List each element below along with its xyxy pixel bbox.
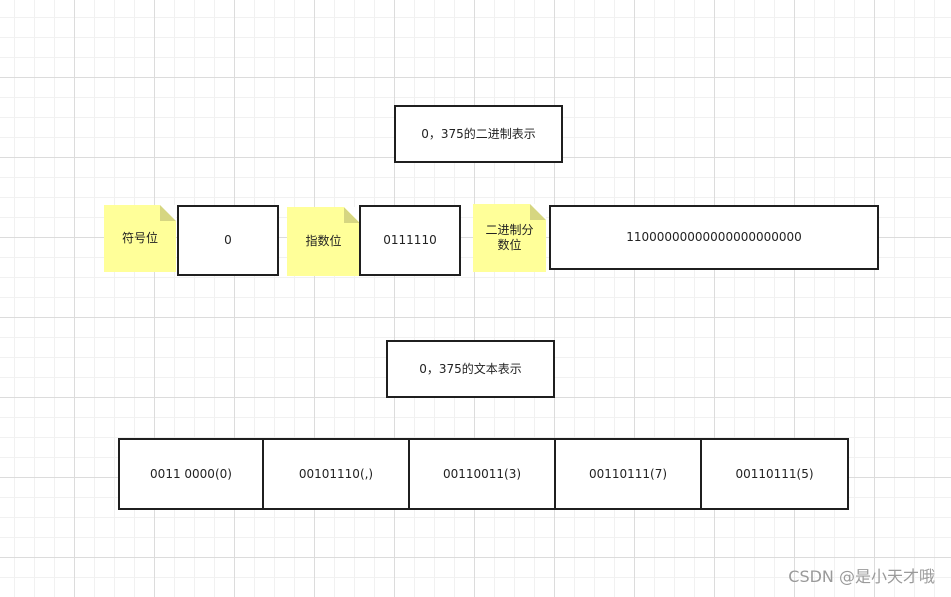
- mantissa-bits-label-text: 二进制分数位: [485, 223, 534, 252]
- exponent-bits-label: 指数位: [287, 207, 360, 276]
- mantissa-bits-label: 二进制分数位: [473, 204, 546, 272]
- watermark: CSDN @是小天才哦: [788, 567, 935, 586]
- byte-cell-0: 0011 0000(0): [118, 438, 264, 510]
- note-fold: [530, 204, 546, 220]
- text-representation-title: 0，375的文本表示: [386, 340, 555, 398]
- sign-bit-label-text: 符号位: [121, 231, 158, 245]
- binary-representation-title: 0，375的二进制表示: [394, 105, 563, 163]
- byte-cell-2: 00110011(3): [408, 438, 556, 510]
- sign-bit-label: 符号位: [104, 205, 176, 272]
- exponent-bits-label-text: 指数位: [305, 234, 342, 248]
- exponent-bits-value: 0111110: [359, 205, 461, 276]
- byte-cell-3: 00110111(7): [554, 438, 702, 510]
- note-fold: [344, 207, 360, 223]
- mantissa-bits-value: 11000000000000000000000: [549, 205, 879, 270]
- note-fold: [160, 205, 176, 221]
- sign-bit-value: 0: [177, 205, 279, 276]
- byte-cell-1: 00101110(,): [262, 438, 410, 510]
- byte-cell-4: 00110111(5): [700, 438, 849, 510]
